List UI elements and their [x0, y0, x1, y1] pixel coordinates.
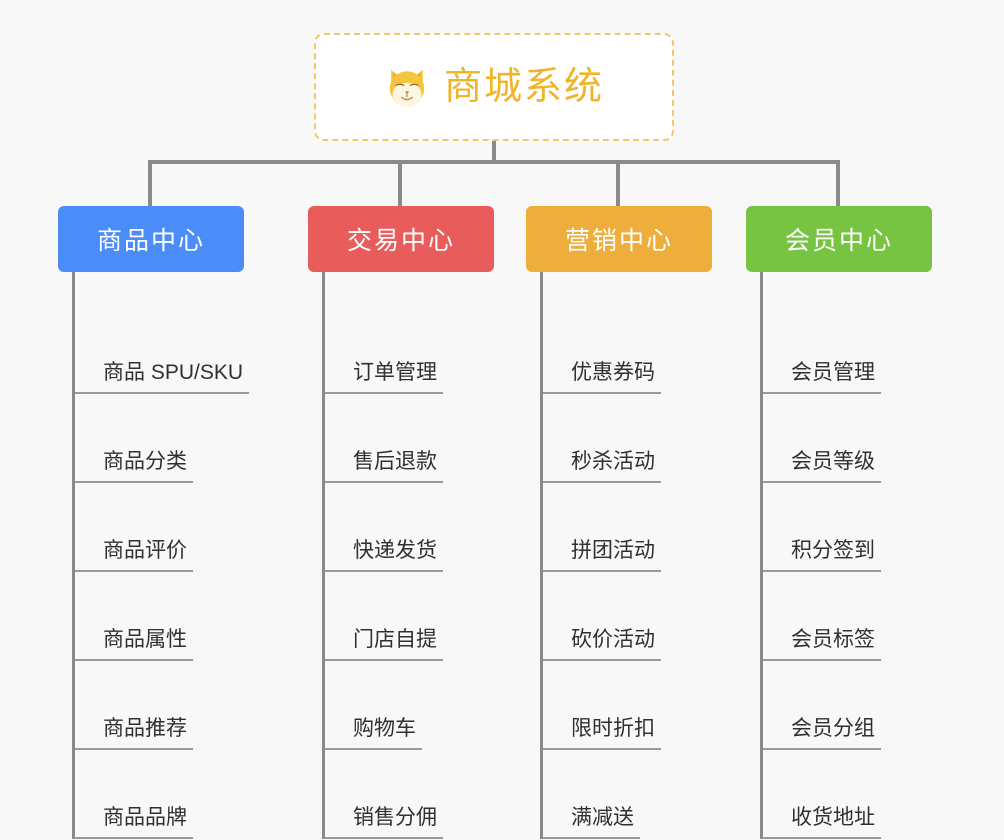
- list-item[interactable]: 售后退款: [325, 394, 538, 483]
- list-item[interactable]: 商品推荐: [75, 661, 298, 750]
- list-item-label: 拼团活动: [571, 539, 655, 562]
- branch-trade-center: 交易中心 订单管理 售后退款 快递发货 门店自提 购物车 销售分佣: [308, 206, 538, 839]
- category-label: 交易中心: [346, 227, 455, 255]
- item-list: 会员管理 会员等级 积分签到 会员标签 会员分组 收货地址: [760, 272, 976, 839]
- list-item-label: 售后退款: [353, 450, 437, 473]
- list-item[interactable]: 限时折扣: [543, 661, 756, 750]
- list-item-label: 商品属性: [103, 628, 187, 651]
- list-item[interactable]: 销售分佣: [325, 750, 538, 839]
- connector-drop-3: [616, 160, 620, 208]
- item-list: 商品 SPU/SKU 商品分类 商品评价 商品属性 商品推荐 商品品牌: [72, 272, 298, 839]
- list-item[interactable]: 积分签到: [763, 483, 976, 572]
- category-header-product-center[interactable]: 商品中心: [58, 206, 244, 272]
- connector-root-stem: [492, 141, 496, 162]
- list-item[interactable]: 订单管理: [325, 305, 538, 394]
- list-item-label: 秒杀活动: [571, 450, 655, 473]
- shiba-dog-icon: [384, 64, 430, 110]
- root-title: 商城系统: [443, 66, 604, 108]
- list-item-label: 会员管理: [791, 361, 875, 384]
- category-label: 会员中心: [784, 227, 893, 255]
- list-item-label: 商品品牌: [103, 806, 187, 829]
- list-item-label: 限时折扣: [571, 717, 655, 740]
- list-item[interactable]: 会员等级: [763, 394, 976, 483]
- list-item-label: 砍价活动: [571, 628, 655, 651]
- list-item[interactable]: 会员分组: [763, 661, 976, 750]
- branch-member-center: 会员中心 会员管理 会员等级 积分签到 会员标签 会员分组 收货地址: [746, 206, 976, 839]
- category-header-trade-center[interactable]: 交易中心: [308, 206, 494, 272]
- list-item[interactable]: 购物车: [325, 661, 538, 750]
- category-header-marketing-center[interactable]: 营销中心: [526, 206, 712, 272]
- list-item[interactable]: 商品品牌: [75, 750, 298, 839]
- list-item[interactable]: 会员管理: [763, 305, 976, 394]
- list-item[interactable]: 门店自提: [325, 572, 538, 661]
- list-item-label: 收货地址: [791, 806, 875, 829]
- connector-drop-2: [398, 160, 402, 208]
- list-item[interactable]: 会员标签: [763, 572, 976, 661]
- connector-drop-1: [148, 160, 152, 208]
- list-item[interactable]: 拼团活动: [543, 483, 756, 572]
- list-item-label: 销售分佣: [353, 806, 437, 829]
- branch-marketing-center: 营销中心 优惠券码 秒杀活动 拼团活动 砍价活动 限时折扣 满减送: [526, 206, 756, 839]
- list-item[interactable]: 收货地址: [763, 750, 976, 839]
- list-item-label: 优惠券码: [571, 361, 655, 384]
- list-item[interactable]: 优惠券码: [543, 305, 756, 394]
- list-item[interactable]: 商品分类: [75, 394, 298, 483]
- root-node[interactable]: 商城系统: [314, 33, 674, 141]
- connector-drop-4: [836, 160, 840, 208]
- list-item[interactable]: 砍价活动: [543, 572, 756, 661]
- category-label: 营销中心: [564, 227, 673, 255]
- category-header-member-center[interactable]: 会员中心: [746, 206, 932, 272]
- category-label: 商品中心: [96, 227, 205, 255]
- list-item[interactable]: 快递发货: [325, 483, 538, 572]
- item-list: 优惠券码 秒杀活动 拼团活动 砍价活动 限时折扣 满减送: [540, 272, 756, 839]
- connector-bus: [150, 160, 840, 164]
- list-item-label: 购物车: [353, 717, 416, 740]
- branch-product-center: 商品中心 商品 SPU/SKU 商品分类 商品评价 商品属性 商品推荐 商品品牌: [58, 206, 298, 839]
- list-item-label: 积分签到: [791, 539, 875, 562]
- list-item-label: 商品分类: [103, 450, 187, 473]
- list-item-label: 商品推荐: [103, 717, 187, 740]
- list-item[interactable]: 商品属性: [75, 572, 298, 661]
- list-item[interactable]: 商品 SPU/SKU: [75, 305, 298, 394]
- list-item-label: 会员分组: [791, 717, 875, 740]
- list-item-label: 满减送: [571, 806, 634, 829]
- list-item-label: 门店自提: [353, 628, 437, 651]
- list-item-label: 订单管理: [353, 361, 437, 384]
- list-item-label: 商品 SPU/SKU: [103, 361, 244, 384]
- list-item-label: 会员等级: [791, 450, 875, 473]
- item-list: 订单管理 售后退款 快递发货 门店自提 购物车 销售分佣: [322, 272, 538, 839]
- list-item[interactable]: 秒杀活动: [543, 394, 756, 483]
- list-item[interactable]: 商品评价: [75, 483, 298, 572]
- list-item[interactable]: 满减送: [543, 750, 756, 839]
- list-item-label: 商品评价: [103, 539, 187, 562]
- list-item-label: 会员标签: [791, 628, 875, 651]
- list-item-label: 快递发货: [353, 539, 437, 562]
